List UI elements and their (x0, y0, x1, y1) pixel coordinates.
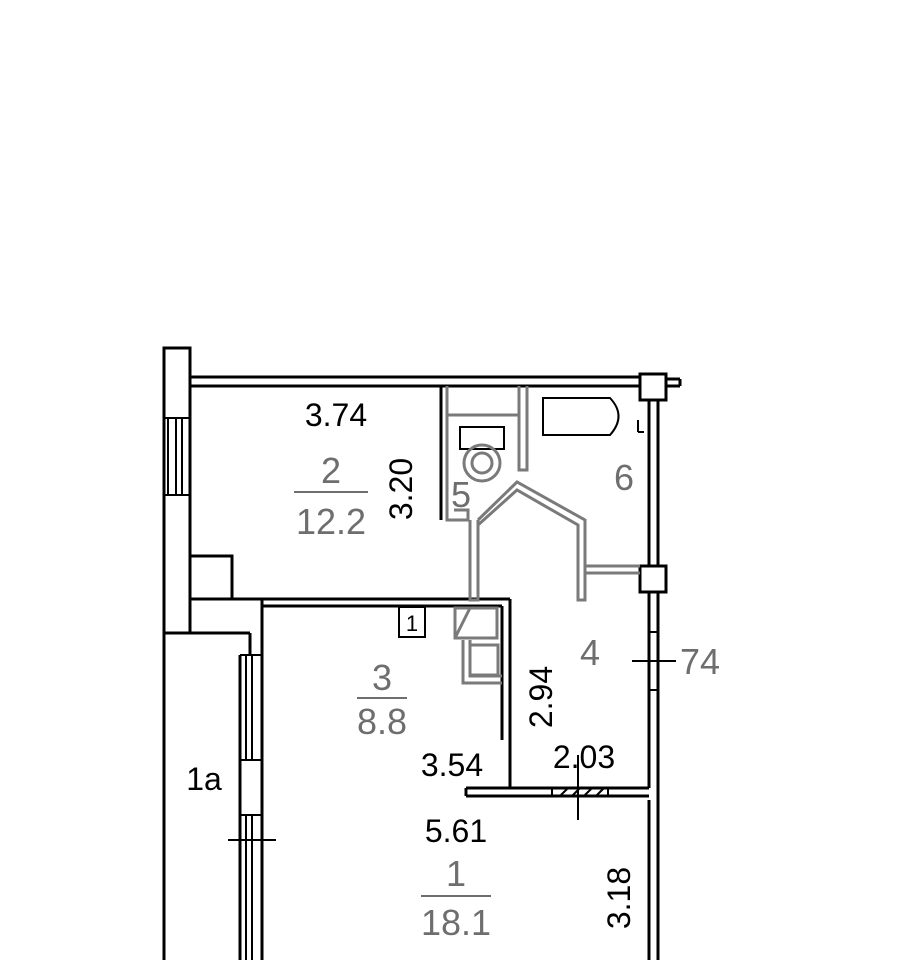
utility-box: 1 (398, 606, 426, 638)
room1-number: 1 (446, 853, 466, 894)
utility-box-label: 1 (406, 611, 418, 636)
room3-area: 8.8 (357, 701, 407, 742)
room2-walls (188, 386, 466, 655)
room1-width-dim: 5.61 (425, 813, 487, 849)
right-wall (638, 400, 668, 960)
room3-width-dim: 3.54 (421, 747, 483, 783)
room1-depth-dim: 3.18 (601, 867, 637, 929)
room2-number: 2 (321, 450, 341, 491)
room6-number: 6 (614, 457, 634, 498)
room3-number: 3 (372, 657, 392, 698)
room2-depth-dim: 3.20 (383, 458, 419, 520)
bathtub-icon (542, 397, 644, 436)
top-wall (190, 372, 682, 402)
room1a-number: 1а (186, 761, 222, 797)
room1-area: 18.1 (421, 902, 491, 943)
room4-number: 4 (580, 632, 600, 673)
room4-width-dim: 2.03 (553, 739, 615, 775)
room5-number: 5 (451, 474, 471, 515)
loggia-wall (162, 633, 276, 960)
room4-depth-dim: 2.94 (523, 666, 559, 728)
side-mark-dim: 74 (680, 641, 720, 682)
door-hatch (551, 755, 609, 820)
left-wall (162, 346, 192, 635)
room2-width-dim: 3.74 (305, 397, 367, 433)
toilet-icon (459, 426, 505, 483)
bathroom-partitions (445, 386, 640, 685)
room2-area: 12.2 (296, 501, 366, 542)
